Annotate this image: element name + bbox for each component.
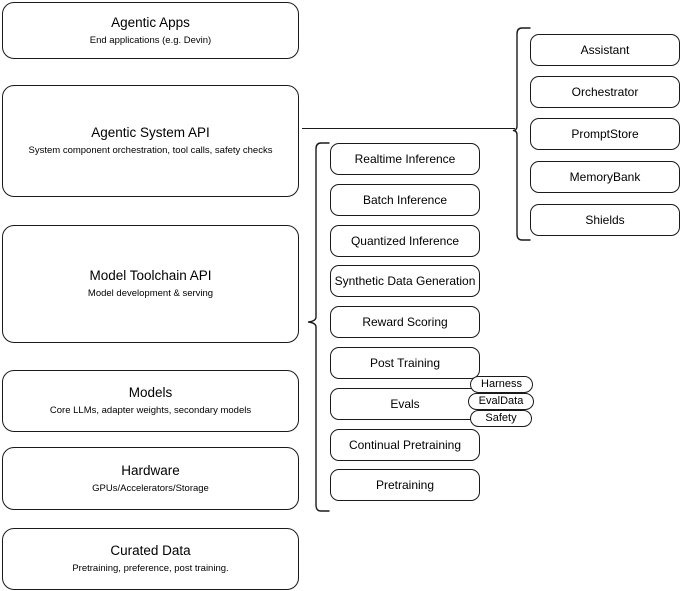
component-synthetic-data-generation[interactable]: Synthetic Data Generation — [330, 265, 480, 297]
component-label: Continual Pretraining — [348, 437, 462, 452]
component-continual-pretraining[interactable]: Continual Pretraining — [330, 429, 480, 461]
component-label: Reward Scoring — [362, 314, 448, 329]
component-orchestrator[interactable]: Orchestrator — [530, 76, 680, 108]
component-quantized-inference[interactable]: Quantized Inference — [330, 225, 480, 257]
component-label: Synthetic Data Generation — [334, 273, 476, 288]
brace-agentic-components — [512, 27, 531, 241]
brace-toolchain-components — [307, 142, 330, 512]
component-assistant[interactable]: Assistant — [530, 34, 680, 66]
layer-models[interactable]: Models Core LLMs, adapter weights, secon… — [2, 370, 299, 432]
subcomponent-label: Harness — [481, 378, 522, 390]
component-reward-scoring[interactable]: Reward Scoring — [330, 306, 480, 338]
component-label: Post Training — [369, 355, 441, 370]
component-label: Pretraining — [375, 477, 435, 492]
component-label: Assistant — [580, 42, 630, 57]
component-pretraining[interactable]: Pretraining — [330, 469, 480, 501]
subcomponent-safety[interactable]: Safety — [470, 410, 532, 427]
component-promptstore[interactable]: PromptStore — [530, 118, 680, 150]
layer-title: Curated Data — [110, 543, 191, 558]
component-shields[interactable]: Shields — [530, 204, 680, 236]
subcomponent-label: EvalData — [478, 395, 524, 407]
component-label: PromptStore — [571, 126, 639, 141]
component-label: Orchestrator — [571, 84, 639, 99]
component-label: Evals — [390, 396, 420, 411]
component-evals[interactable]: Evals — [330, 388, 480, 420]
component-label: MemoryBank — [569, 169, 641, 184]
layer-agentic-apps[interactable]: Agentic Apps End applications (e.g. Devi… — [2, 2, 299, 59]
layer-hardware[interactable]: Hardware GPUs/Accelerators/Storage — [2, 447, 299, 510]
layer-subtitle: End applications (e.g. Devin) — [89, 34, 212, 46]
component-label: Quantized Inference — [350, 233, 460, 248]
subcomponent-harness[interactable]: Harness — [470, 376, 533, 393]
layer-subtitle: Core LLMs, adapter weights, secondary mo… — [49, 405, 252, 416]
layer-subtitle: Model development & serving — [87, 288, 214, 299]
layer-model-toolchain-api[interactable]: Model Toolchain API Model development & … — [2, 225, 299, 343]
component-label: Shields — [585, 212, 625, 227]
subcomponent-label: Safety — [485, 412, 517, 424]
component-batch-inference[interactable]: Batch Inference — [330, 184, 480, 216]
connector-agentic-system-to-components — [302, 128, 515, 130]
layer-agentic-system-api[interactable]: Agentic System API System component orch… — [2, 85, 299, 197]
layer-title: Agentic System API — [91, 125, 210, 140]
layer-subtitle: System component orchestration, tool cal… — [28, 145, 273, 156]
layer-title: Model Toolchain API — [89, 268, 212, 283]
component-realtime-inference[interactable]: Realtime Inference — [330, 143, 480, 175]
layer-subtitle: Pretraining, preference, post training. — [72, 563, 229, 574]
layer-title: Agentic Apps — [111, 14, 190, 30]
subcomponent-evaldata[interactable]: EvalData — [468, 393, 534, 410]
layer-subtitle: GPUs/Accelerators/Storage — [92, 482, 209, 494]
component-post-training[interactable]: Post Training — [330, 347, 480, 379]
component-label: Realtime Inference — [354, 151, 456, 166]
layer-curated-data[interactable]: Curated Data Pretraining, preference, po… — [2, 528, 299, 590]
component-label: Batch Inference — [362, 192, 448, 207]
component-memorybank[interactable]: MemoryBank — [530, 161, 680, 193]
layer-title: Hardware — [121, 462, 180, 478]
layer-title: Models — [128, 385, 173, 400]
